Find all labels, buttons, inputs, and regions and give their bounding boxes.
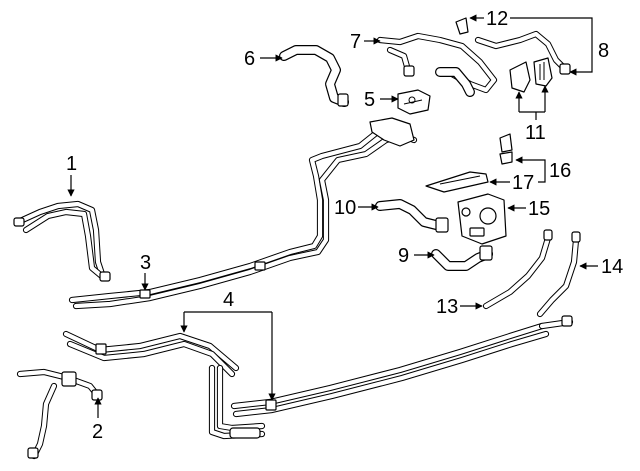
svg-text:8: 8 bbox=[598, 40, 609, 62]
part-10-hose bbox=[375, 199, 449, 233]
callout-4: 4 bbox=[180, 289, 276, 401]
part-16-clips bbox=[499, 133, 513, 165]
callout-10: 10 bbox=[334, 197, 379, 219]
part-4-tube bbox=[62, 315, 574, 440]
svg-text:11: 11 bbox=[525, 122, 546, 144]
part-9-hose bbox=[431, 245, 493, 271]
part-2-hose bbox=[16, 368, 103, 460]
svg-text:12: 12 bbox=[486, 8, 508, 30]
part-17-bracket bbox=[425, 171, 489, 193]
part-12-clip bbox=[455, 17, 469, 35]
svg-text:7: 7 bbox=[350, 31, 361, 53]
svg-text:14: 14 bbox=[601, 256, 623, 278]
svg-text:3: 3 bbox=[140, 252, 151, 274]
callout-1: 1 bbox=[66, 153, 77, 197]
svg-text:10: 10 bbox=[334, 197, 356, 219]
callout-3: 3 bbox=[140, 252, 151, 291]
callout-6: 6 bbox=[244, 48, 283, 70]
part-3-tube bbox=[68, 117, 418, 310]
callout-16: 16 bbox=[515, 156, 571, 183]
svg-text:16: 16 bbox=[549, 160, 571, 182]
callout-13: 13 bbox=[436, 296, 483, 318]
callout-5: 5 bbox=[364, 89, 399, 111]
callout-15: 15 bbox=[507, 198, 550, 220]
svg-text:2: 2 bbox=[92, 421, 103, 443]
part-5-bracket bbox=[397, 89, 431, 115]
svg-text:17: 17 bbox=[512, 172, 534, 194]
callout-8: 8 bbox=[569, 17, 609, 76]
callout-12: 12 bbox=[469, 8, 580, 30]
svg-text:15: 15 bbox=[528, 198, 550, 220]
svg-text:9: 9 bbox=[398, 245, 409, 267]
svg-text:4: 4 bbox=[223, 289, 234, 311]
svg-text:6: 6 bbox=[244, 48, 255, 70]
part-7-hose bbox=[376, 32, 498, 97]
callout-7: 7 bbox=[350, 31, 381, 53]
svg-text:1: 1 bbox=[66, 153, 77, 175]
callout-17: 17 bbox=[489, 172, 534, 194]
svg-text:5: 5 bbox=[364, 89, 375, 111]
part-14-hose bbox=[536, 231, 581, 318]
callout-9: 9 bbox=[398, 245, 435, 267]
part-15-valve bbox=[457, 193, 507, 245]
svg-text:13: 13 bbox=[436, 296, 458, 318]
callout-11: 11 bbox=[515, 85, 549, 144]
callout-14: 14 bbox=[579, 256, 623, 278]
callout-2: 2 bbox=[92, 397, 103, 443]
part-13-hose bbox=[482, 229, 553, 310]
part-6-hose bbox=[279, 45, 349, 107]
part-1-tube bbox=[13, 200, 111, 282]
part-11-clips bbox=[509, 57, 553, 93]
